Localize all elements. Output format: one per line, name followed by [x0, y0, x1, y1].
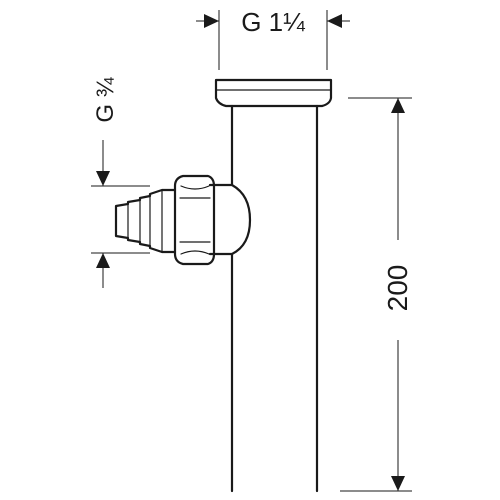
side-arrow-bottom — [96, 253, 110, 268]
length-dimension: 200 — [340, 97, 413, 492]
side-thread-label: G ¾ — [92, 76, 119, 122]
length-arrow-top — [391, 98, 405, 113]
side-thread-dimension: G ¾ — [91, 76, 150, 288]
connector-nut-chamfer-bottom — [180, 250, 210, 255]
top-thread-label: G 1¼ — [241, 7, 305, 37]
connector-nut-chamfer-top — [180, 185, 210, 190]
connector-nut — [173, 174, 216, 266]
pipe-collar — [214, 78, 333, 108]
side-arrow-top — [96, 171, 110, 186]
length-arrow-bottom — [391, 476, 405, 491]
hose-barb — [114, 188, 177, 254]
top-thread-dimension: G 1¼ — [196, 7, 350, 70]
top-arrow-right — [327, 14, 342, 28]
connector-dome — [208, 183, 252, 256]
length-label: 200 — [382, 265, 413, 312]
side-connector — [114, 174, 252, 266]
top-arrow-left — [204, 14, 219, 28]
pipe — [214, 78, 333, 493]
